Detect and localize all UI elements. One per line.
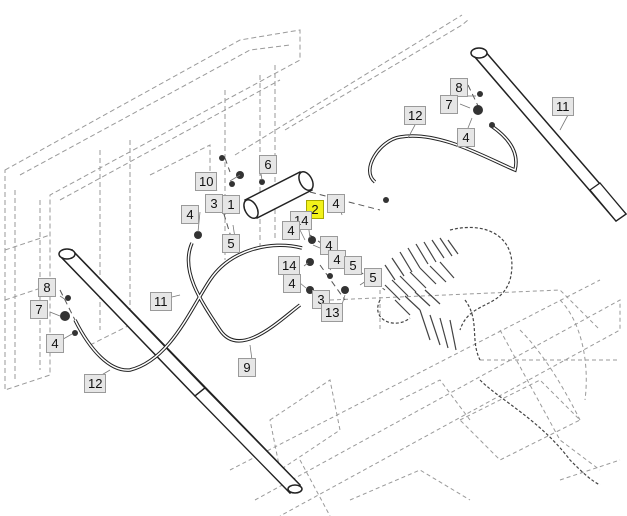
callout-label[interactable]: 7	[30, 300, 48, 319]
callout-label[interactable]: 9	[238, 358, 256, 377]
tractor-outline	[229, 279, 621, 516]
callout-label[interactable]: 10	[195, 172, 218, 191]
callout-label[interactable]: 5	[364, 268, 382, 287]
callout-label[interactable]: 1	[222, 195, 240, 214]
callout-label[interactable]: 3	[205, 194, 223, 213]
callout-label[interactable]: 12	[404, 106, 427, 125]
tractor-hoses	[377, 226, 601, 486]
callout-label[interactable]: 4	[282, 221, 300, 240]
leader-lines	[49, 95, 569, 377]
callout-label[interactable]: 12	[84, 374, 107, 393]
callout-label[interactable]: 11	[150, 292, 172, 311]
callout-label[interactable]: 4	[327, 194, 345, 213]
callout-label[interactable]: 13	[321, 303, 344, 322]
fittings	[60, 91, 495, 336]
callout-label[interactable]: 11	[552, 97, 574, 116]
callout-label[interactable]: 4	[46, 334, 64, 353]
callout-label[interactable]: 8	[38, 278, 56, 297]
callout-label[interactable]: 8	[450, 78, 468, 97]
callout-label[interactable]: 5	[344, 256, 362, 275]
callout-label[interactable]: 5	[222, 234, 240, 253]
callout-label[interactable]: 14	[278, 256, 301, 275]
callout-label[interactable]: 7	[440, 95, 458, 114]
valve-cluster	[384, 237, 459, 351]
callout-label[interactable]: 4	[181, 205, 199, 224]
callout-label[interactable]: 4	[283, 274, 301, 293]
hydraulic-cylinder	[243, 170, 314, 220]
cylinder-left	[58, 248, 303, 495]
callout-label[interactable]: 4	[457, 128, 475, 147]
cylinder-right	[470, 47, 627, 223]
callout-label[interactable]: 6	[259, 155, 277, 174]
